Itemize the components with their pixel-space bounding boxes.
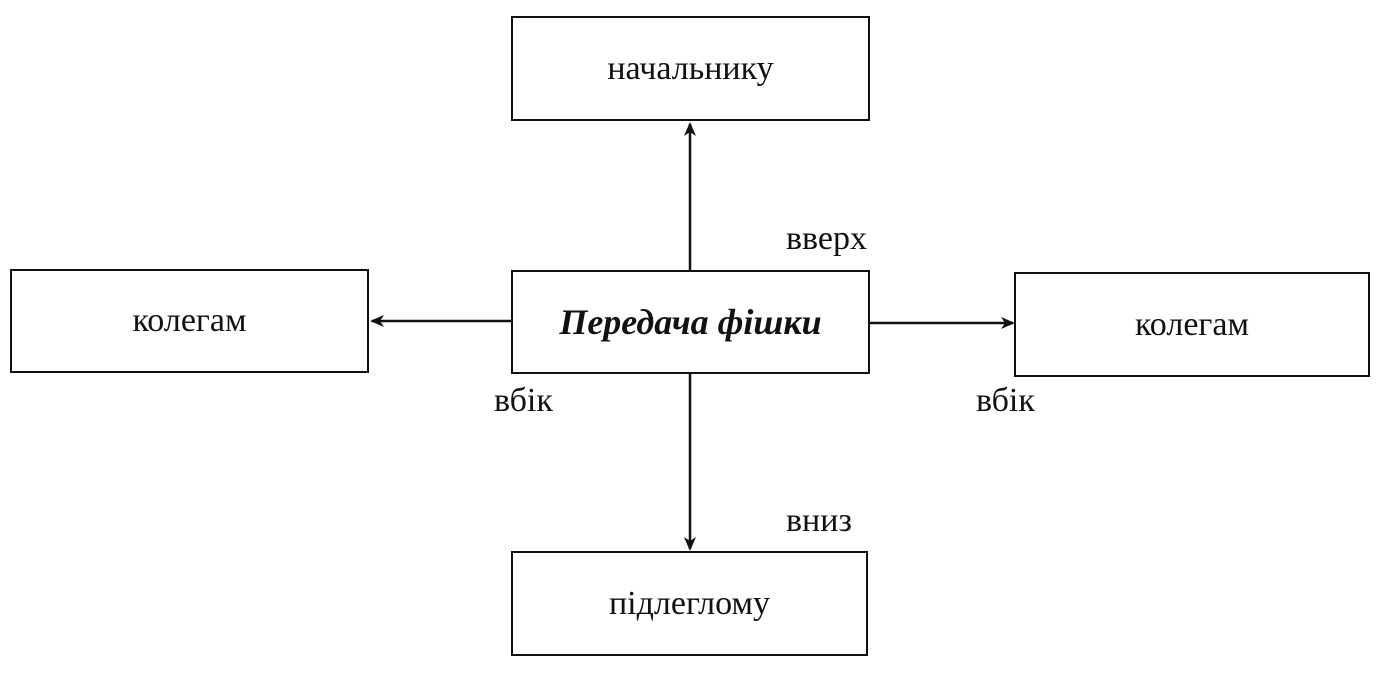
label-right-sideways: вбік [976, 382, 1035, 419]
label-up: вверх [786, 220, 867, 257]
label-down: вниз [786, 502, 852, 539]
node-top-manager: начальнику [511, 16, 870, 121]
node-left-colleagues: колегам [10, 269, 369, 373]
node-center-transfer: Передача фішки [511, 270, 870, 374]
node-right-colleagues: колегам [1014, 272, 1370, 377]
node-bottom-subordinate: підлеглому [511, 551, 868, 656]
label-left-sideways: вбік [494, 382, 553, 419]
